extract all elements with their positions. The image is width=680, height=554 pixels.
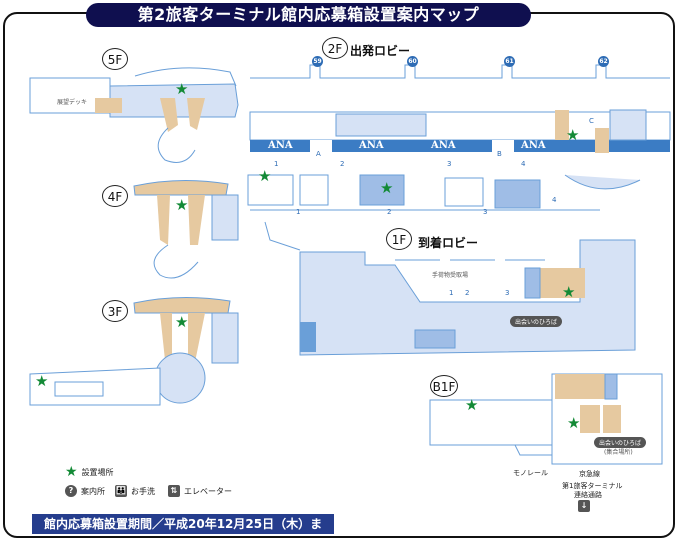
floor-2f-plan xyxy=(247,64,671,211)
b1-meeting-point-sub: (集合場所) xyxy=(604,449,633,456)
floor-5f-label: 5F xyxy=(102,48,128,70)
f1-door-1: 1 xyxy=(449,289,454,297)
gate-60: 60 xyxy=(407,56,418,67)
floor-3f-plan xyxy=(29,296,239,406)
entrance-b: B xyxy=(497,150,502,158)
departure-lobby-label: 出発ロビー xyxy=(350,44,411,58)
clock-1: 1 xyxy=(274,160,279,168)
legend-star: ★ 設置場所 xyxy=(65,464,114,480)
observation-deck-label: 展望デッキ xyxy=(57,99,88,106)
f1-door-2: 2 xyxy=(465,289,470,297)
monorail-label: モノレール xyxy=(513,469,548,477)
ana-counter-4: ANA xyxy=(521,140,546,151)
clock-3: 3 xyxy=(447,160,452,168)
legend-toilet: 👪 お手洗 xyxy=(115,485,155,497)
keikyu-label: 京急線 xyxy=(579,470,600,478)
star-b1f-1: ★ xyxy=(465,396,479,414)
star-b1f-2: ★ xyxy=(567,414,581,432)
star-2f-1: ★ xyxy=(258,167,272,185)
legend-info: ? 案内所 xyxy=(65,485,105,497)
entrance-c: C xyxy=(589,117,594,125)
installation-period: 館内応募箱設置期間／平成20年12月25日（木）まで xyxy=(32,514,334,551)
floor-1f-label: 1F xyxy=(386,228,412,250)
star-1f: ★ xyxy=(562,283,576,301)
page-title: 第2旅客ターミナル館内応募箱設置案内マップ xyxy=(86,3,531,27)
legend-info-label: 案内所 xyxy=(81,486,105,496)
door-1: 1 xyxy=(296,208,301,216)
gate-61: 61 xyxy=(504,56,515,67)
entrance-a: A xyxy=(316,150,321,158)
legend-toilet-label: お手洗 xyxy=(131,486,155,496)
floor-b1f-plan xyxy=(429,373,663,465)
star-3f-west: ★ xyxy=(35,372,49,390)
f1-meeting-point: 出会いのひろば xyxy=(510,316,563,327)
floor-plan-drawing xyxy=(29,64,671,465)
star-4f: ★ xyxy=(175,196,189,214)
star-2f-2: ★ xyxy=(380,179,394,197)
gate-59: 59 xyxy=(312,56,323,67)
legend-elevator: ⇅ エレベーター xyxy=(168,485,232,497)
floor-4f-plan xyxy=(133,179,239,279)
passage-line1: 第1旅客ターミナル xyxy=(562,482,623,490)
info-icon: ? xyxy=(65,485,77,497)
ana-counter-1: ANA xyxy=(268,140,293,151)
legend-elevator-label: エレベーター xyxy=(184,486,232,496)
clock-4: 4 xyxy=(521,160,526,168)
ana-counter-3: ANA xyxy=(431,140,456,151)
gate-62: 62 xyxy=(598,56,609,67)
elevator-icon: ⇅ xyxy=(168,485,180,497)
star-3f: ★ xyxy=(175,313,189,331)
passage-line2: 連絡通路 xyxy=(574,491,602,499)
arrow-down-icon: ↓ xyxy=(578,500,590,512)
star-5f: ★ xyxy=(175,80,189,98)
floor-2f-label: 2F xyxy=(322,37,348,59)
door-3: 3 xyxy=(483,208,488,216)
door-2: 2 xyxy=(387,208,392,216)
floor-4f-label: 4F xyxy=(102,185,128,207)
door-4: 4 xyxy=(552,196,557,204)
toilet-icon: 👪 xyxy=(115,485,127,497)
ana-counter-2: ANA xyxy=(359,140,384,151)
arrival-lobby-label: 到着ロビー xyxy=(418,236,479,250)
floor-5f-plan xyxy=(29,67,239,163)
floor-b1f-label: B1F xyxy=(430,375,458,397)
floor-3f-label: 3F xyxy=(102,300,128,322)
b1-meeting-point: 出会いのひろば xyxy=(594,437,647,448)
clock-2: 2 xyxy=(340,160,345,168)
legend-star-label: 設置場所 xyxy=(81,467,114,477)
f1-door-3: 3 xyxy=(505,289,510,297)
star-icon: ★ xyxy=(65,464,78,480)
baggage-claim-label: 手荷物受取場 xyxy=(432,272,469,279)
star-2f-3: ★ xyxy=(566,126,580,144)
